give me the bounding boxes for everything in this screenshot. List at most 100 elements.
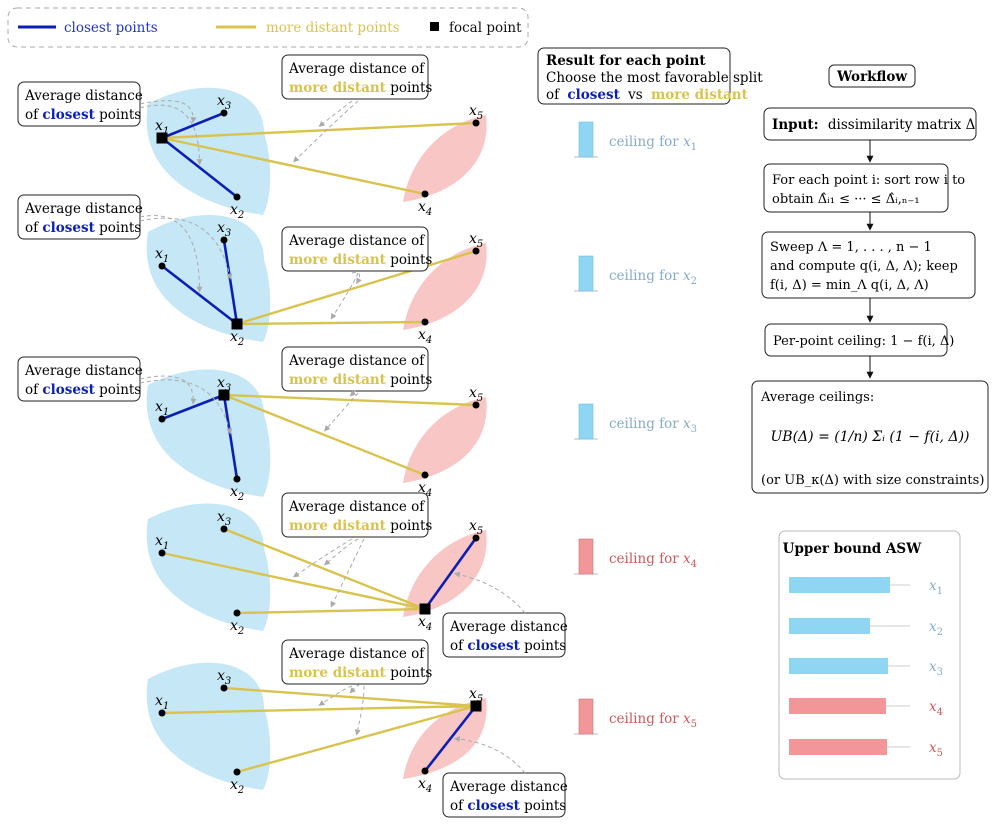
dashed-arrow-distant-x3 [324, 538, 359, 566]
result-box: Result for each point Choose the most fa… [537, 47, 763, 105]
callout-closest-line2: of closest points [25, 107, 141, 123]
callout-closest-line1: Average distance [24, 88, 143, 104]
dashed-arrow-closest-x3 [139, 100, 197, 124]
point-label-x4: x4 [418, 614, 432, 633]
point-label-sub-x5: 5 [477, 526, 483, 537]
callout-distant-line1: Average distance of [288, 646, 425, 662]
callout-distant-points: points [386, 518, 432, 534]
callout-distant-points: points [386, 252, 432, 268]
workflow-step-ceiling-text: Per-point ceiling: 1 − f(i, Δ) [773, 334, 954, 349]
callout-distant-line2: more distant points [289, 518, 432, 534]
ceiling-5: ceiling for x5 [574, 698, 697, 735]
callout-closest-line1: Average distance [24, 201, 143, 217]
ceiling-label-sub-4: 4 [691, 559, 697, 570]
point-x3 [220, 109, 228, 117]
callout-closest-word: closest [42, 382, 95, 398]
ceiling-label-1: ceiling for x1 [609, 134, 697, 153]
point-x5 [472, 534, 480, 542]
dashed-arrow-closest-x1 [139, 375, 197, 405]
edge-closest-x1 [161, 264, 238, 326]
callout-closest-word: closest [467, 638, 520, 654]
workflow-step-average-line3: (or UB_κ(Δ) with size constraints) [761, 473, 984, 488]
edge-distant-x5 [236, 249, 477, 326]
point-x3 [220, 525, 228, 533]
workflow-step-input-bold: Input: [772, 117, 819, 133]
ceiling-bar-5 [578, 698, 594, 735]
callout-distant-frame [281, 54, 429, 100]
dashed-arrow-closest-x1 [139, 215, 203, 293]
workflow-step-average-line1: Average ceilings: [760, 390, 874, 405]
callout-distant-word: more distant [289, 518, 387, 534]
cluster-a-region [146, 87, 271, 215]
callout-closest-line2: of closest points [25, 382, 141, 398]
legend-focal-label: focal point [449, 20, 522, 36]
workflow-title-frame [828, 64, 916, 88]
callout-distant-line2: more distant points [289, 372, 432, 388]
edge-distant-x2 [236, 607, 426, 615]
ceiling-label-3: ceiling for x3 [609, 416, 697, 435]
point-label-sub-x3: 3 [225, 101, 231, 112]
dashed-arrow-distant-x5 [349, 389, 357, 397]
cluster-b-region [403, 243, 487, 330]
point-x3 [220, 684, 228, 692]
workflow-step-ceiling [764, 323, 948, 357]
edge-distant-x4 [161, 136, 426, 196]
callout-distant-line1: Average distance of [288, 353, 425, 369]
result-box-title: Result for each point [546, 53, 706, 69]
focal-point-x2 [231, 318, 243, 330]
legend: closest points more distant points focal… [7, 7, 529, 48]
workflow-step-input-rest: dissimilarity matrix Δ [828, 117, 976, 133]
point-x2 [233, 609, 241, 617]
edge-closest-x5 [423, 537, 478, 610]
callout-closest-of: of [25, 382, 42, 398]
point-x2 [233, 768, 241, 776]
edge-distant-x4 [236, 320, 426, 326]
edge-distant-x3 [223, 527, 426, 611]
point-label-sub-x2: 2 [237, 337, 244, 348]
point-x4 [421, 190, 429, 198]
callout-distant-line1: Average distance of [288, 499, 425, 515]
scenario-4: Average distance of more distant pointsAv… [146, 492, 568, 658]
callout-closest: Average distance of closest points [17, 81, 143, 127]
ceiling-4: ceiling for x4 [574, 538, 697, 575]
workflow-title: Workflow [836, 69, 907, 85]
dashed-arrow-distant-x2 [354, 685, 365, 736]
callout-closest-line2: of closest points [25, 220, 141, 236]
focal-point-x5 [470, 700, 482, 712]
callout-closest-frame [442, 772, 566, 818]
ub-bar-fill-4 [789, 698, 886, 714]
callout-closest-line2: of closest points [450, 798, 566, 814]
dashed-arrow-distant-x3 [349, 684, 360, 694]
ceiling-label-point-1: x [683, 134, 691, 150]
callout-distant-points: points [386, 665, 432, 681]
ceiling-label-text-1: ceiling for [609, 134, 683, 150]
ub-bar-fill-3 [789, 658, 888, 674]
point-x1 [158, 709, 166, 717]
point-label-sub-x2: 2 [237, 492, 244, 503]
dashed-arrow-distant-x4 [330, 272, 359, 320]
focal-point-x4 [419, 603, 431, 615]
callout-distant-frame [281, 639, 429, 685]
callout-closest-points: points [95, 107, 141, 123]
ub-bar-label-sub-5: 5 [937, 748, 943, 759]
ceiling-bar-3 [578, 403, 594, 440]
cluster-b-region [403, 397, 487, 483]
ceiling-label-sub-2: 2 [691, 276, 697, 287]
dashed-arrow-distant-x1 [293, 538, 353, 578]
callout-closest-points: points [95, 382, 141, 398]
ceiling-label-point-4: x [683, 551, 691, 567]
ceiling-label-4: ceiling for x4 [609, 551, 697, 570]
point-label-sub-x4: 4 [425, 622, 432, 633]
point-x5 [472, 401, 480, 409]
callout-distant-word: more distant [289, 80, 387, 96]
point-x3 [220, 236, 228, 244]
ceiling-label-text-4: ceiling for [609, 551, 683, 567]
point-x1 [158, 262, 166, 270]
point-label-sub-x1: 1 [163, 407, 169, 418]
